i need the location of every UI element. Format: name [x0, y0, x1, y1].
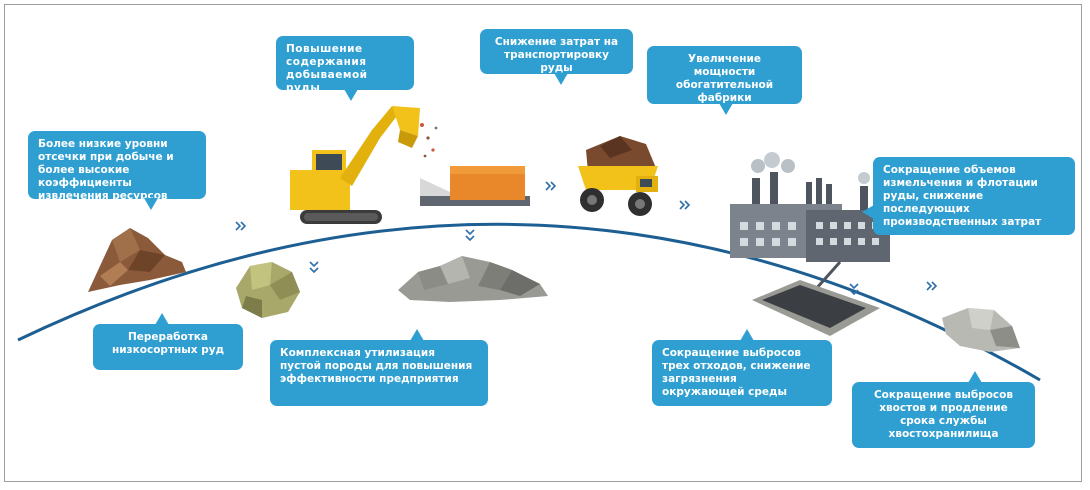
callout-lowgrade-text: Переработка низкосортных руд: [111, 331, 225, 356]
callout-tailings: Сокращение выбросов хвостов и продление …: [852, 371, 1035, 448]
callout-pointer: [862, 205, 874, 219]
callout-pointer: [968, 371, 982, 383]
callout-grade: Повышение содержания добываемой руды: [276, 36, 414, 101]
callout-pointer: [719, 103, 733, 115]
callout-grade-text: Повышение содержания добываемой руды: [286, 43, 368, 94]
ore-pile-icon: [88, 228, 186, 292]
low-grade-ore-icon: [236, 262, 300, 318]
callout-pointer: [344, 89, 358, 101]
callout-waste-text: Комплексная утилизация пустой породы для…: [280, 347, 473, 385]
tailings-pile-icon: [942, 308, 1020, 352]
mining-truck-icon: [578, 136, 658, 216]
callout-grinding-text: Сокращение объемов измельчения и флотаци…: [883, 164, 1042, 228]
infographic-frame: [4, 4, 1082, 482]
callout-pointer: [410, 329, 424, 341]
callout-grinding: Сокращение объемов измельчения и флотаци…: [862, 157, 1075, 235]
double-chevron-icon: [235, 181, 938, 296]
callout-emissions-text: Сокращение выбросов трех отходов, снижен…: [662, 347, 811, 398]
process-arc: [17, 222, 1041, 382]
callout-tailings-text: Сокращение выбросов хвостов и продление …: [873, 389, 1014, 440]
callout-lowgrade: Переработка низкосортных руд: [93, 313, 243, 370]
callout-transport: Снижение затрат на транспортировку руды: [480, 29, 633, 85]
factory-icon: [730, 152, 890, 262]
callout-cutoff-text: Более низкие уровни отсечки при добыче и…: [38, 138, 174, 202]
callout-pointer: [155, 313, 169, 325]
callout-cutoff: Более низкие уровни отсечки при добыче и…: [28, 131, 206, 210]
callout-transport-text: Снижение затрат на транспортировку руды: [494, 36, 619, 74]
callout-pointer: [144, 198, 158, 210]
callout-pointer: [740, 329, 754, 341]
callout-emissions: Сокращение выбросов трех отходов, снижен…: [652, 329, 832, 406]
callout-waste: Комплексная утилизация пустой породы для…: [270, 329, 488, 406]
tailings-pond-icon: [752, 261, 880, 336]
excavator-icon: [290, 106, 438, 224]
waste-rock-icon: [398, 256, 548, 302]
callout-capacity: Увеличение мощности обогатительной фабри…: [647, 46, 802, 115]
callout-pointer: [554, 73, 568, 85]
callout-capacity-text: Увеличение мощности обогатительной фабри…: [675, 53, 774, 104]
conveyor-bin-icon: [420, 166, 530, 206]
